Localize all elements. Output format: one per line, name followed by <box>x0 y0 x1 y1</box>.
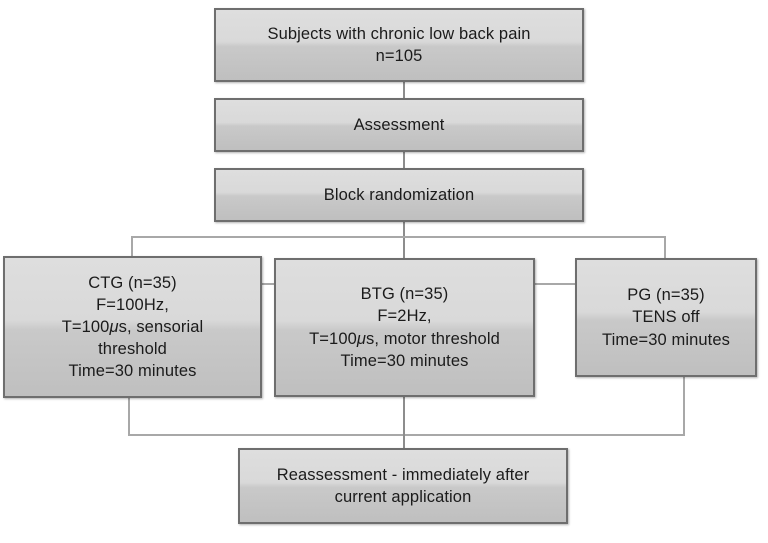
connector-split-bus <box>131 236 666 238</box>
node-reassessment-line-1: Reassessment - immediately after <box>276 465 530 484</box>
node-pg-line-3: Time=30 minutes <box>602 330 730 349</box>
node-btg-line-4: Time=30 minutes <box>340 351 469 370</box>
node-btg-line-1: BTG (n=35) <box>360 285 449 304</box>
connector-subjects-to-assessment <box>403 82 405 98</box>
node-reassessment: Reassessment - immediately after current… <box>238 448 568 524</box>
connector-bus-to-ctg <box>131 236 133 258</box>
node-pg-line-2: TENS off <box>632 308 700 327</box>
connector-merge-bus <box>128 434 685 436</box>
connector-bus-to-pg <box>664 236 666 258</box>
connector-randomization-to-bus <box>403 222 405 258</box>
node-reassessment-line-2: current application <box>334 488 472 506</box>
node-ctg-line-2: F=100Hz, <box>96 295 169 314</box>
connector-btg-to-reassessment <box>403 397 405 448</box>
node-subjects-line-1: Subjects with chronic low back pain <box>267 24 531 43</box>
node-placebo-group: PG (n=35) TENS off Time=30 minutes <box>575 258 757 377</box>
node-assessment-line-1: Assessment <box>353 115 445 134</box>
connector-pg-to-bottom-bus <box>683 377 685 436</box>
connector-ctg-to-bottom-bus <box>128 398 130 436</box>
node-ctg-line-5: Time=30 minutes <box>68 362 197 381</box>
node-btg-line-3: T=100μs, motor threshold <box>309 329 500 348</box>
node-conventional-tens-group: CTG (n=35) F=100Hz, T=100μs, sensorial t… <box>3 256 262 398</box>
node-randomization-line-1: Block randomization <box>323 185 475 204</box>
node-subjects-line-2: n=105 <box>375 47 423 65</box>
node-ctg-line-1: CTG (n=35) <box>88 273 177 292</box>
node-subjects-enrolled: Subjects with chronic low back pain n=10… <box>214 8 584 82</box>
node-btg-line-2: F=2Hz, <box>377 307 432 326</box>
node-ctg-line-4: threshold <box>98 340 167 359</box>
node-burst-tens-group: BTG (n=35) F=2Hz, T=100μs, motor thresho… <box>274 258 535 397</box>
node-ctg-line-3: T=100μs, sensorial <box>61 317 204 336</box>
connector-assessment-to-randomization <box>403 152 405 168</box>
node-assessment: Assessment <box>214 98 584 152</box>
connector-btg-to-pg <box>535 283 576 285</box>
connector-ctg-to-btg <box>262 283 275 285</box>
node-block-randomization: Block randomization <box>214 168 584 222</box>
node-pg-line-1: PG (n=35) <box>627 286 705 305</box>
